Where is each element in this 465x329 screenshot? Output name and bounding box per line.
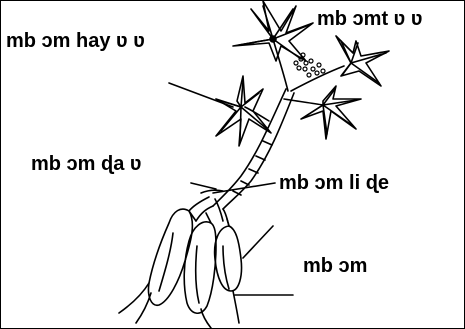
leader-leaves-left bbox=[169, 83, 233, 107]
tuber-middle bbox=[184, 222, 216, 313]
leaf-top-center bbox=[233, 1, 313, 61]
leader-stem bbox=[191, 183, 216, 189]
tuber-right bbox=[215, 226, 242, 291]
roots bbox=[189, 190, 223, 221]
label-leaves-top: mb ɔmt ʋ ʋ bbox=[317, 9, 423, 29]
leader-lower-stem bbox=[213, 183, 275, 193]
label-leaves-left: mb ɔm hay ʋ ʋ bbox=[6, 31, 145, 51]
label-lower-stem: mb ɔm li ɖe bbox=[279, 173, 389, 193]
label-tuber: mb ɔm bbox=[303, 256, 367, 276]
leaf-left bbox=[216, 76, 271, 146]
main-stem bbox=[213, 89, 286, 206]
leaf-right bbox=[336, 36, 389, 86]
label-stem: mb ɔm ɖa ʋ bbox=[31, 154, 142, 174]
leader-tuber bbox=[243, 226, 273, 258]
